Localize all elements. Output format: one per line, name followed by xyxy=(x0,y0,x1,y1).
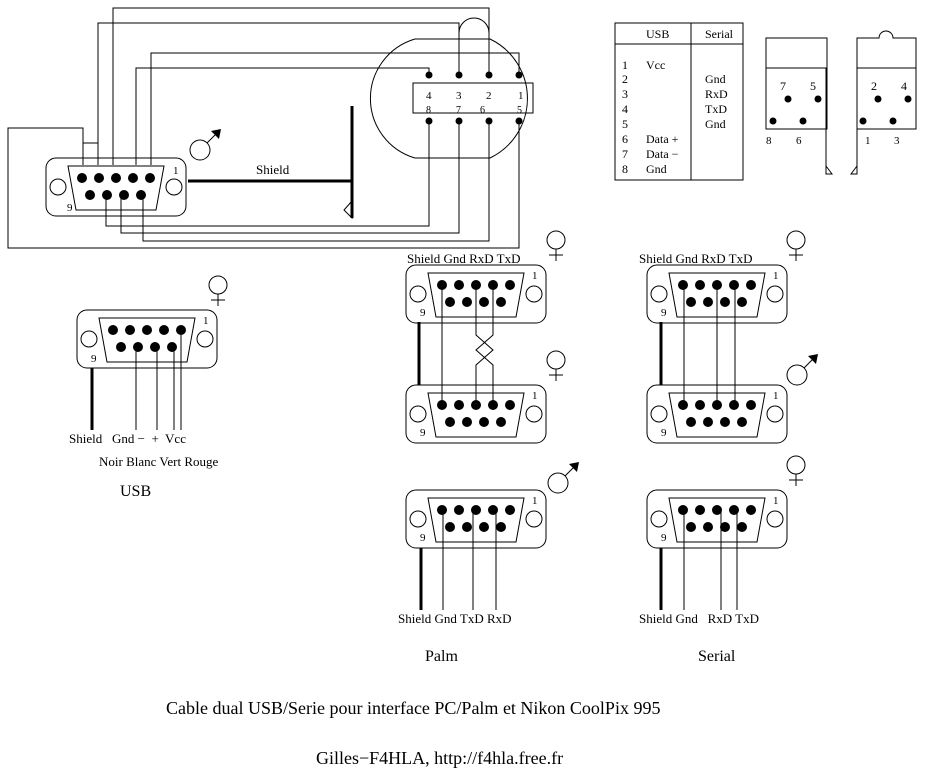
serial-straight-wires xyxy=(659,285,736,405)
svg-text:Data +: Data + xyxy=(646,132,679,146)
svg-text:2: 2 xyxy=(871,79,877,93)
camera-pins xyxy=(425,71,523,125)
serial-bottom-connector xyxy=(646,489,788,549)
svg-text:1: 1 xyxy=(532,390,538,402)
male-symbol-icon xyxy=(786,353,819,386)
svg-text:3: 3 xyxy=(456,90,462,102)
diagram-title: Cable dual USB/Serie pour interface PC/P… xyxy=(166,698,660,718)
camera-connector-block xyxy=(412,82,534,114)
svg-text:Gnd: Gnd xyxy=(705,72,726,86)
svg-text:8: 8 xyxy=(622,162,628,176)
svg-text:5: 5 xyxy=(517,105,522,116)
svg-text:1: 1 xyxy=(773,390,779,402)
camera-pin-labels: 4 3 2 1 8 7 6 5 xyxy=(426,90,524,116)
svg-text:9: 9 xyxy=(661,307,667,319)
svg-text:8: 8 xyxy=(766,135,772,147)
svg-text:9: 9 xyxy=(91,353,97,365)
svg-text:RxD: RxD xyxy=(705,87,728,101)
svg-text:Vcc: Vcc xyxy=(646,58,665,72)
female-symbol-icon xyxy=(208,275,228,307)
serial-top-header: Shield Gnd RxD TxD xyxy=(639,251,753,266)
svg-text:2: 2 xyxy=(622,72,628,86)
svg-text:3: 3 xyxy=(622,87,628,101)
camera-connector-body xyxy=(370,38,528,159)
usb-caption: USB xyxy=(120,483,151,500)
table-header-serial: Serial xyxy=(705,27,734,41)
table-header-usb: USB xyxy=(646,27,669,41)
svg-text:TxD: TxD xyxy=(705,102,727,116)
svg-text:4: 4 xyxy=(426,90,432,102)
svg-text:7: 7 xyxy=(456,105,461,116)
serial-caption: Serial xyxy=(698,648,736,665)
svg-text:1: 1 xyxy=(773,270,779,282)
svg-text:9: 9 xyxy=(420,427,426,439)
svg-text:Data −: Data − xyxy=(646,147,679,161)
svg-text:1: 1 xyxy=(532,270,538,282)
svg-text:5: 5 xyxy=(810,79,816,93)
svg-text:9: 9 xyxy=(420,307,426,319)
palm-bottom-connector xyxy=(405,489,547,549)
palm-bottom-wires xyxy=(419,510,497,610)
palm-top-header: Shield Gnd RxD TxD xyxy=(407,251,521,266)
usb-wires xyxy=(90,330,182,430)
female-symbol-icon xyxy=(786,230,806,262)
svg-text:4: 4 xyxy=(622,102,628,116)
svg-text:1: 1 xyxy=(773,495,779,507)
svg-text:6: 6 xyxy=(480,105,485,116)
svg-text:6: 6 xyxy=(796,135,802,147)
male-symbol-icon xyxy=(547,461,580,494)
serial-bottom-wires xyxy=(659,510,738,610)
svg-text:1: 1 xyxy=(532,495,538,507)
usb-wire-labels: Shield Gnd − + Vcc xyxy=(69,431,186,446)
diagram-author: Gilles−F4HLA, http://f4hla.free.fr xyxy=(316,748,563,768)
svg-text:9: 9 xyxy=(661,532,667,544)
svg-text:8: 8 xyxy=(426,105,431,116)
svg-text:7: 7 xyxy=(622,147,628,161)
svg-text:1: 1 xyxy=(203,315,209,327)
male-symbol-icon xyxy=(189,128,222,161)
svg-text:1: 1 xyxy=(518,90,524,102)
svg-text:7: 7 xyxy=(780,79,786,93)
usb-db9-connector xyxy=(76,309,218,369)
svg-text:Gnd: Gnd xyxy=(705,117,726,131)
svg-text:9: 9 xyxy=(420,532,426,544)
top-wires xyxy=(7,7,520,249)
female-symbol-icon xyxy=(786,455,806,487)
svg-text:1: 1 xyxy=(865,135,871,147)
camera-plug: 7 5 8 6 2 4 1 3 xyxy=(765,30,917,175)
svg-text:2: 2 xyxy=(486,90,492,102)
top-db9-pin9-label: 9 xyxy=(67,202,73,214)
svg-text:5: 5 xyxy=(622,117,628,131)
svg-text:3: 3 xyxy=(894,135,900,147)
female-symbol-icon xyxy=(546,350,566,382)
female-symbol-icon xyxy=(546,230,566,262)
svg-text:4: 4 xyxy=(901,79,907,93)
palm-crossover-wires xyxy=(417,285,494,405)
svg-text:1: 1 xyxy=(622,58,628,72)
top-db9-pin1-label: 1 xyxy=(173,165,179,177)
svg-text:6: 6 xyxy=(622,132,628,146)
serial-bottom-labels: Shield Gnd RxD TxD xyxy=(639,611,759,626)
shield-label: Shield xyxy=(256,162,290,177)
palm-caption: Palm xyxy=(425,648,458,665)
svg-text:9: 9 xyxy=(661,427,667,439)
svg-text:Gnd: Gnd xyxy=(646,162,667,176)
palm-bottom-labels: Shield Gnd TxD RxD xyxy=(398,611,512,626)
usb-color-labels: Noir Blanc Vert Rouge xyxy=(99,454,218,469)
